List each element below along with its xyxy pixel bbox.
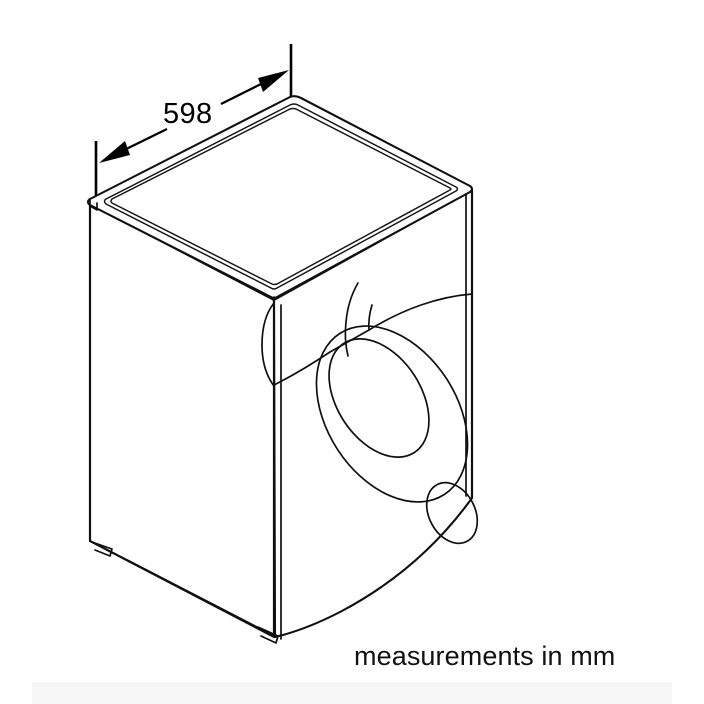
control-panel-left-return bbox=[261, 302, 275, 387]
dimension-label-598: 598 bbox=[163, 98, 213, 130]
detergent-drawer-divider bbox=[344, 282, 359, 357]
top-panel bbox=[86, 95, 474, 300]
top-panel-inset-border bbox=[103, 103, 459, 290]
porthole-door-rim bbox=[315, 325, 469, 503]
appliance-body bbox=[86, 95, 479, 644]
detergent-drawer-right-edge bbox=[367, 304, 373, 331]
side-panel-bottom-edge bbox=[88, 539, 276, 639]
units-caption: measurements in mm bbox=[354, 641, 615, 671]
top-panel-inset-border-inner bbox=[110, 107, 452, 286]
porthole-door-glass bbox=[328, 338, 430, 458]
foot-front-left bbox=[257, 626, 279, 644]
dimension-arrow-left bbox=[99, 141, 130, 163]
front-panel bbox=[272, 188, 474, 639]
width-dimension-group: 598 bbox=[94, 44, 293, 199]
control-panel-lower-edge bbox=[273, 293, 473, 386]
filter-flap bbox=[425, 481, 479, 545]
foot-rear-left bbox=[91, 541, 113, 557]
bottom-gray-band bbox=[32, 682, 672, 704]
top-panel-left-lip-edge bbox=[89, 202, 98, 211]
dimension-arrow-right bbox=[258, 70, 289, 92]
